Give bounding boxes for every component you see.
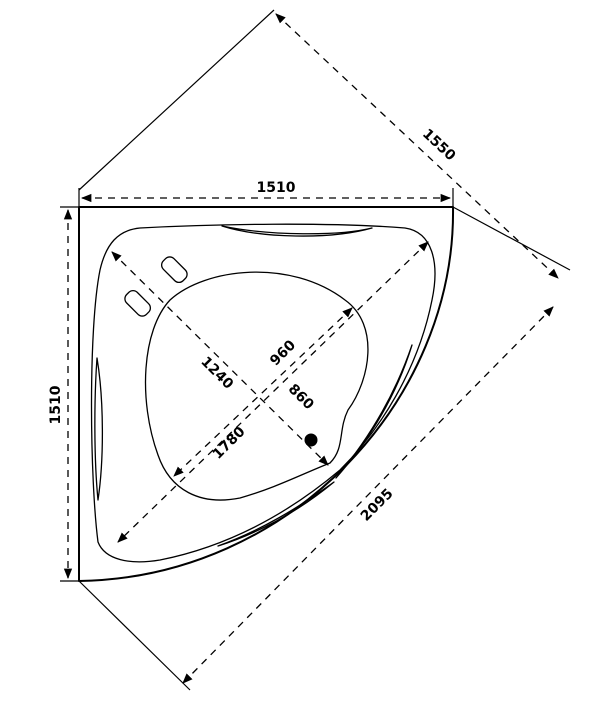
headrest-pad — [160, 256, 188, 284]
side-contour-top — [221, 225, 373, 237]
dim-line-basin-width — [111, 251, 329, 466]
tub-basin-outline — [144, 271, 369, 501]
label-basin-diag-short: 860 — [285, 381, 317, 413]
extension-line — [78, 580, 191, 691]
tub-rim-outline — [90, 223, 436, 563]
label-top-width: 1510 — [257, 180, 296, 196]
label-basin-height: 1240 — [197, 354, 236, 393]
label-left-height: 1510 — [48, 385, 64, 424]
label-basin-width: 960 — [267, 337, 299, 369]
side-contour-left — [94, 357, 104, 501]
extension-line — [452, 206, 571, 271]
label-diagonal-outer: 1550 — [419, 126, 459, 164]
label-diagonal-inner: 2095 — [358, 486, 397, 525]
dim-line-basin-long — [117, 241, 429, 543]
headrest-pad — [124, 289, 152, 317]
dim-line-basin-height — [173, 307, 353, 477]
label-basin-diag-long: 1780 — [210, 424, 249, 463]
dim-line-diagonal-outer — [275, 13, 559, 279]
extension-line — [78, 9, 275, 191]
dim-line-diagonal-inner — [182, 306, 554, 684]
